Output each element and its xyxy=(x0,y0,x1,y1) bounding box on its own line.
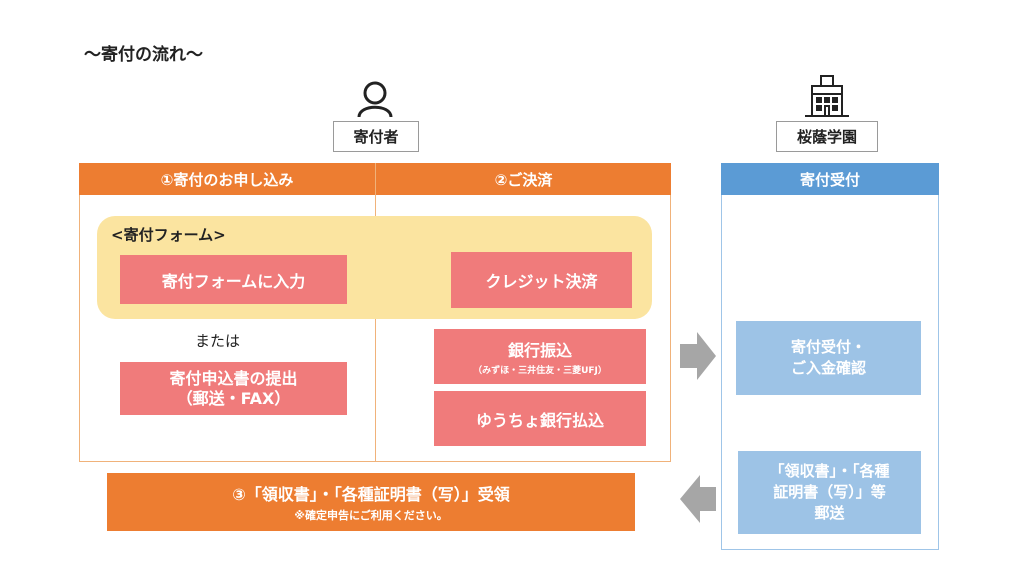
document-mailing-line3: 郵送 xyxy=(814,504,845,522)
paper-application-line1: 寄付申込書の提出 xyxy=(169,368,298,388)
credit-payment-box: クレジット決済 xyxy=(451,252,632,308)
form-caption: <寄付フォーム> xyxy=(111,226,226,244)
reception-header: 寄付受付 xyxy=(721,163,939,195)
bank-transfer-sub: （みずほ・三井住友・三菱UFJ） xyxy=(473,366,607,376)
donor-label: 寄付者 xyxy=(333,121,419,152)
credit-payment-label: クレジット決済 xyxy=(485,272,598,291)
paper-application-line2: （郵送・FAX） xyxy=(176,388,291,408)
bank-transfer-box: 銀行振込 （みずほ・三井住友・三菱UFJ） xyxy=(434,329,646,384)
bank-transfer-label: 銀行振込 xyxy=(507,341,572,360)
school-label: 桜蔭学園 xyxy=(776,121,878,152)
postal-transfer-box: ゆうちょ銀行払込 xyxy=(434,391,646,446)
paper-application-box: 寄付申込書の提出 （郵送・FAX） xyxy=(120,362,347,415)
postal-transfer-label: ゆうちょ銀行払込 xyxy=(475,410,604,430)
step2-header: ②ご決済 xyxy=(376,163,671,195)
right-block-arrow xyxy=(680,332,716,380)
or-text: または xyxy=(195,332,241,350)
receipt-bar-note: ※確定申告にご利用ください。 xyxy=(294,509,448,522)
receipt-confirm-line2: ご入金確認 xyxy=(790,359,866,377)
receipt-bar: ③「領収書」・「各種証明書（写）」受領 ※確定申告にご利用ください。 xyxy=(107,473,635,531)
page-title: 〜寄付の流れ〜 xyxy=(84,45,203,65)
receipt-confirm-line1: 寄付受付・ xyxy=(790,338,866,356)
form-input-label: 寄付フォームに入力 xyxy=(161,271,306,291)
school-building-icon xyxy=(805,75,849,117)
document-mailing-box: 「領収書」・「各種 証明書（写）」等 郵送 xyxy=(738,451,921,534)
form-input-box: 寄付フォームに入力 xyxy=(120,255,347,304)
receipt-confirm-box: 寄付受付・ ご入金確認 xyxy=(736,321,921,395)
step1-header: ①寄付のお申し込み xyxy=(79,163,375,195)
document-mailing-line2: 証明書（写）」等 xyxy=(773,483,886,501)
left-block-arrow xyxy=(680,475,716,523)
document-mailing-line1: 「領収書」・「各種 xyxy=(769,462,890,480)
person-icon xyxy=(357,81,393,118)
receipt-bar-main: ③「領収書」・「各種証明書（写）」受領 xyxy=(232,485,510,504)
